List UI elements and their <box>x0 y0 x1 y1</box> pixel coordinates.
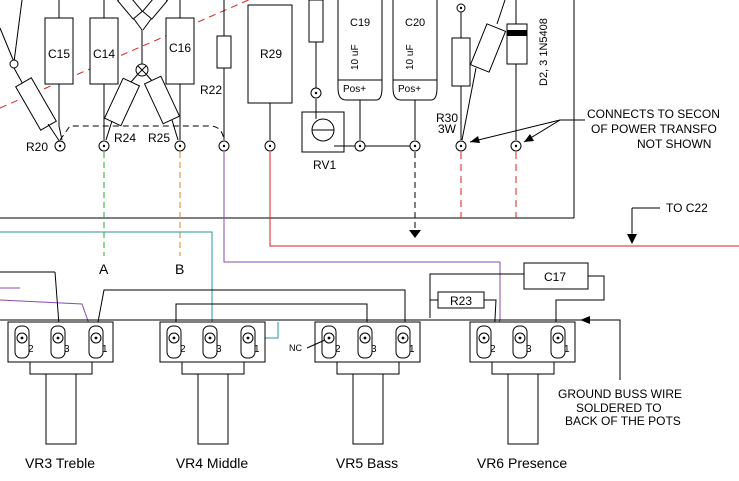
pin-label: 3 <box>371 344 377 355</box>
label-diodes: D2, 3 1N5408 <box>538 18 550 86</box>
ground-buss <box>0 316 621 380</box>
label-r24: R24 <box>114 131 136 145</box>
note-ground-1: GROUND BUSS WIRE <box>558 387 682 401</box>
c20-capacitor <box>365 0 438 152</box>
c14-body <box>89 17 119 85</box>
label-c20-value: 10 uF <box>405 44 416 70</box>
pin-label: 1 <box>564 344 570 355</box>
pin-label: 2 <box>490 344 496 355</box>
pin-label: 1 <box>254 344 260 355</box>
c19-capacitor <box>337 0 383 152</box>
pin-label: 1 <box>102 344 108 355</box>
pin-label: 2 <box>28 344 34 355</box>
label-r25: R25 <box>148 131 170 145</box>
label-r23: R23 <box>450 294 472 308</box>
purple-wire-r22 <box>223 152 501 339</box>
r30-body <box>451 37 471 87</box>
board-outline <box>0 0 575 219</box>
label-r22: R22 <box>200 83 222 97</box>
r29-component <box>247 4 293 152</box>
pin-label: 3 <box>526 344 532 355</box>
red-wire-r29 <box>269 152 739 247</box>
note-ground-3: BACK OF THE POTS <box>565 414 681 428</box>
pot-name-vr6: VR6 Presence <box>477 455 567 471</box>
pot-name-vr4: VR4 Middle <box>176 455 249 471</box>
pin-label: 1 <box>409 344 415 355</box>
label-c19-polarity: Pos+ <box>343 84 366 95</box>
diode-d2 <box>469 23 507 73</box>
label-c20-polarity: Pos+ <box>398 84 421 95</box>
node-tl <box>9 59 19 69</box>
to-c22-arrow <box>627 207 660 244</box>
nc-label: NC <box>289 343 302 353</box>
label-c20: C20 <box>405 17 425 29</box>
pin-label: 3 <box>64 344 70 355</box>
label-c15: C15 <box>48 47 70 61</box>
pin-label: 2 <box>180 344 186 355</box>
r25-body <box>143 75 181 125</box>
point-b: B <box>175 261 184 277</box>
pin-label: 3 <box>216 344 222 355</box>
pot-name-vr5: VR5 Bass <box>336 455 398 471</box>
label-c19: C19 <box>350 17 370 29</box>
upper-left-network <box>0 0 225 152</box>
note-connects-2: OF POWER TRANSFO <box>591 122 717 136</box>
pot-vr5: 2 3 1 NC VR5 Bass <box>289 321 421 471</box>
label-r30-rating: 3W <box>438 122 457 136</box>
r23-body <box>437 291 485 309</box>
pot-name-vr3: VR3 Treble <box>25 455 95 471</box>
label-rv1: RV1 <box>313 158 336 172</box>
c17-body <box>523 262 589 290</box>
rv1-trimmer <box>301 99 355 153</box>
cyan-wire <box>0 231 213 338</box>
note-ground-2: SOLDERED TO <box>576 401 662 415</box>
note-connects-1: CONNECTS TO SECON <box>587 107 720 121</box>
c15-body <box>44 17 74 85</box>
pin-label: 2 <box>335 344 341 355</box>
note-connects-3: NOT SHOWN <box>637 137 711 151</box>
r30-diodes <box>451 0 528 152</box>
label-c19-value: 10 uF <box>350 44 361 70</box>
note-to-c22: TO C22 <box>666 201 708 215</box>
label-r30: R30 <box>436 111 458 125</box>
label-r29: R29 <box>260 47 282 61</box>
connects-arrows <box>469 119 585 143</box>
label-c14: C14 <box>93 47 115 61</box>
label-c16: C16 <box>169 41 191 55</box>
r22-component <box>216 0 232 152</box>
r24-body <box>103 77 141 127</box>
upper-resistor <box>308 0 324 99</box>
label-r20: R20 <box>26 140 48 154</box>
point-a: A <box>99 261 109 277</box>
label-c17: C17 <box>544 270 566 284</box>
